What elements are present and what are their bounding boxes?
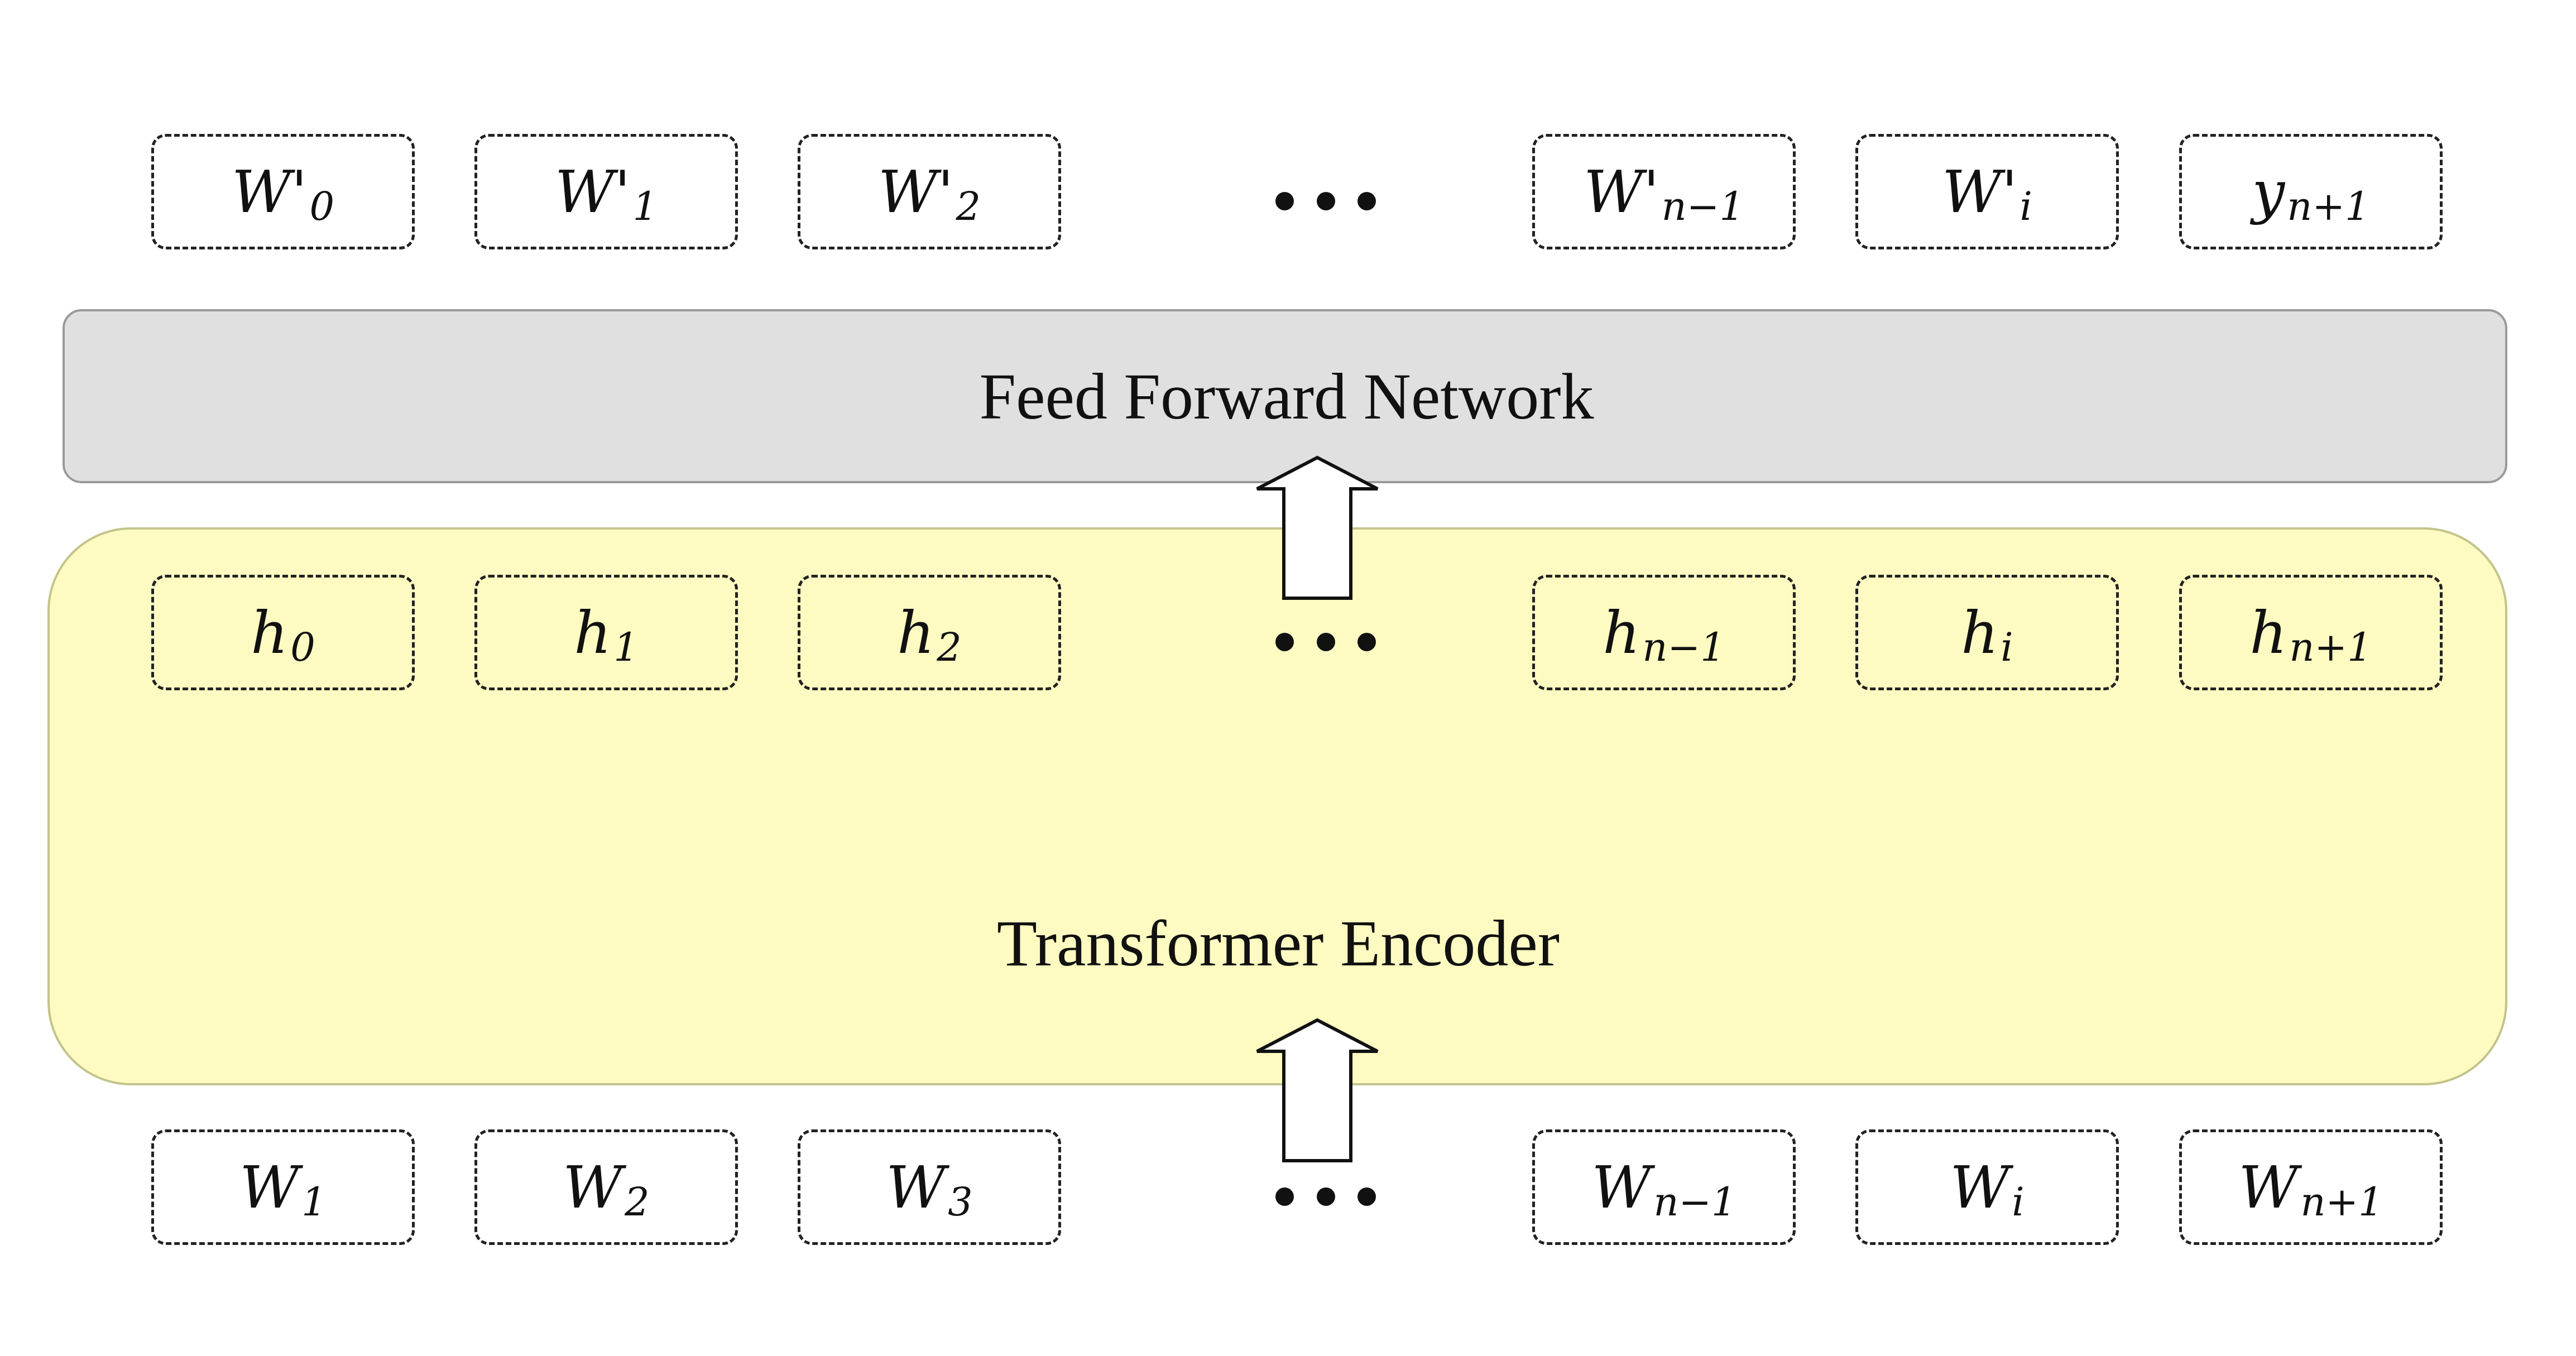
output-token-subscript: 2: [956, 183, 981, 229]
output-token-3: W'n−1: [1532, 134, 1796, 249]
feed-forward-network-label: Feed Forward Network: [979, 360, 1594, 433]
input-token-subscript: 3: [948, 1179, 973, 1225]
ellipsis-dot: [1357, 191, 1376, 210]
output-token-symbol: W': [554, 157, 631, 226]
output-token-subscript: i: [2019, 183, 2032, 229]
hidden-state-symbol: h: [1603, 598, 1640, 667]
hidden-state-subscript: 1: [613, 624, 639, 670]
hidden-state-symbol: h: [897, 598, 935, 667]
output-token-subscript: 1: [632, 183, 658, 229]
input-token-subscript: 2: [625, 1179, 650, 1225]
ellipsis-dot: [1316, 1187, 1335, 1206]
ellipsis-dot: [1275, 632, 1294, 651]
input-token-subscript: n+1: [2300, 1179, 2383, 1225]
input-token-subscript: n−1: [1653, 1179, 1736, 1225]
output-token-subscript: n+1: [2287, 183, 2370, 229]
ellipsis-dot: [1275, 1187, 1294, 1206]
ellipsis-dot: [1316, 191, 1335, 210]
output-token-2: W'2: [798, 134, 1061, 249]
ellipsis-dot: [1275, 191, 1294, 210]
hidden-state-subscript: 2: [937, 624, 962, 670]
input-to-encoder-arrow-icon: [1256, 1018, 1379, 1162]
encoder-to-ffn-arrow-icon: [1256, 455, 1379, 600]
hidden-state-subscript: n−1: [1642, 624, 1725, 670]
hidden-state-subscript: 0: [290, 624, 315, 670]
input-token-symbol: W: [1950, 1153, 2010, 1222]
input-token-symbol: W: [2238, 1153, 2299, 1222]
output-token-symbol: W': [1584, 157, 1659, 226]
ellipsis-dot: [1357, 632, 1376, 651]
transformer-encoder-block: [47, 527, 2507, 1085]
hidden-state-symbol: h: [2249, 598, 2287, 667]
output-token-4: W'i: [1855, 134, 2119, 249]
feed-forward-network-block: [63, 309, 2507, 483]
transformer-encoder-label: Transformer Encoder: [996, 907, 1560, 980]
output-token-subscript: 0: [309, 183, 335, 229]
input-ellipsis: [1275, 1185, 1376, 1208]
output-token-symbol: y: [2252, 157, 2285, 226]
input-token-subscript: i: [2012, 1179, 2025, 1225]
output-token-symbol: W': [877, 157, 954, 226]
input-token-symbol: W: [563, 1153, 623, 1222]
input-token-subscript: 1: [301, 1179, 327, 1225]
ellipsis-dot: [1357, 1187, 1376, 1206]
output-token-symbol: W': [1942, 157, 2018, 226]
ellipsis-dot: [1316, 632, 1335, 651]
output-token-symbol: W': [231, 157, 308, 226]
output-token-1: W'1: [474, 134, 738, 249]
output-token-0: W'0: [151, 134, 415, 249]
hidden-state-subscript: n+1: [2289, 624, 2372, 670]
hidden-state-symbol: h: [1961, 598, 1999, 667]
input-token-symbol: W: [239, 1153, 300, 1222]
hidden-state-symbol: h: [574, 598, 612, 667]
output-token-subscript: n−1: [1661, 183, 1744, 229]
input-token-symbol: W: [1591, 1153, 1652, 1222]
hidden-ellipsis: [1275, 631, 1376, 653]
hidden-state-symbol: h: [251, 598, 289, 667]
output-ellipsis: [1275, 190, 1376, 212]
input-token-symbol: W: [886, 1153, 946, 1222]
hidden-state-subscript: i: [2001, 624, 2013, 670]
